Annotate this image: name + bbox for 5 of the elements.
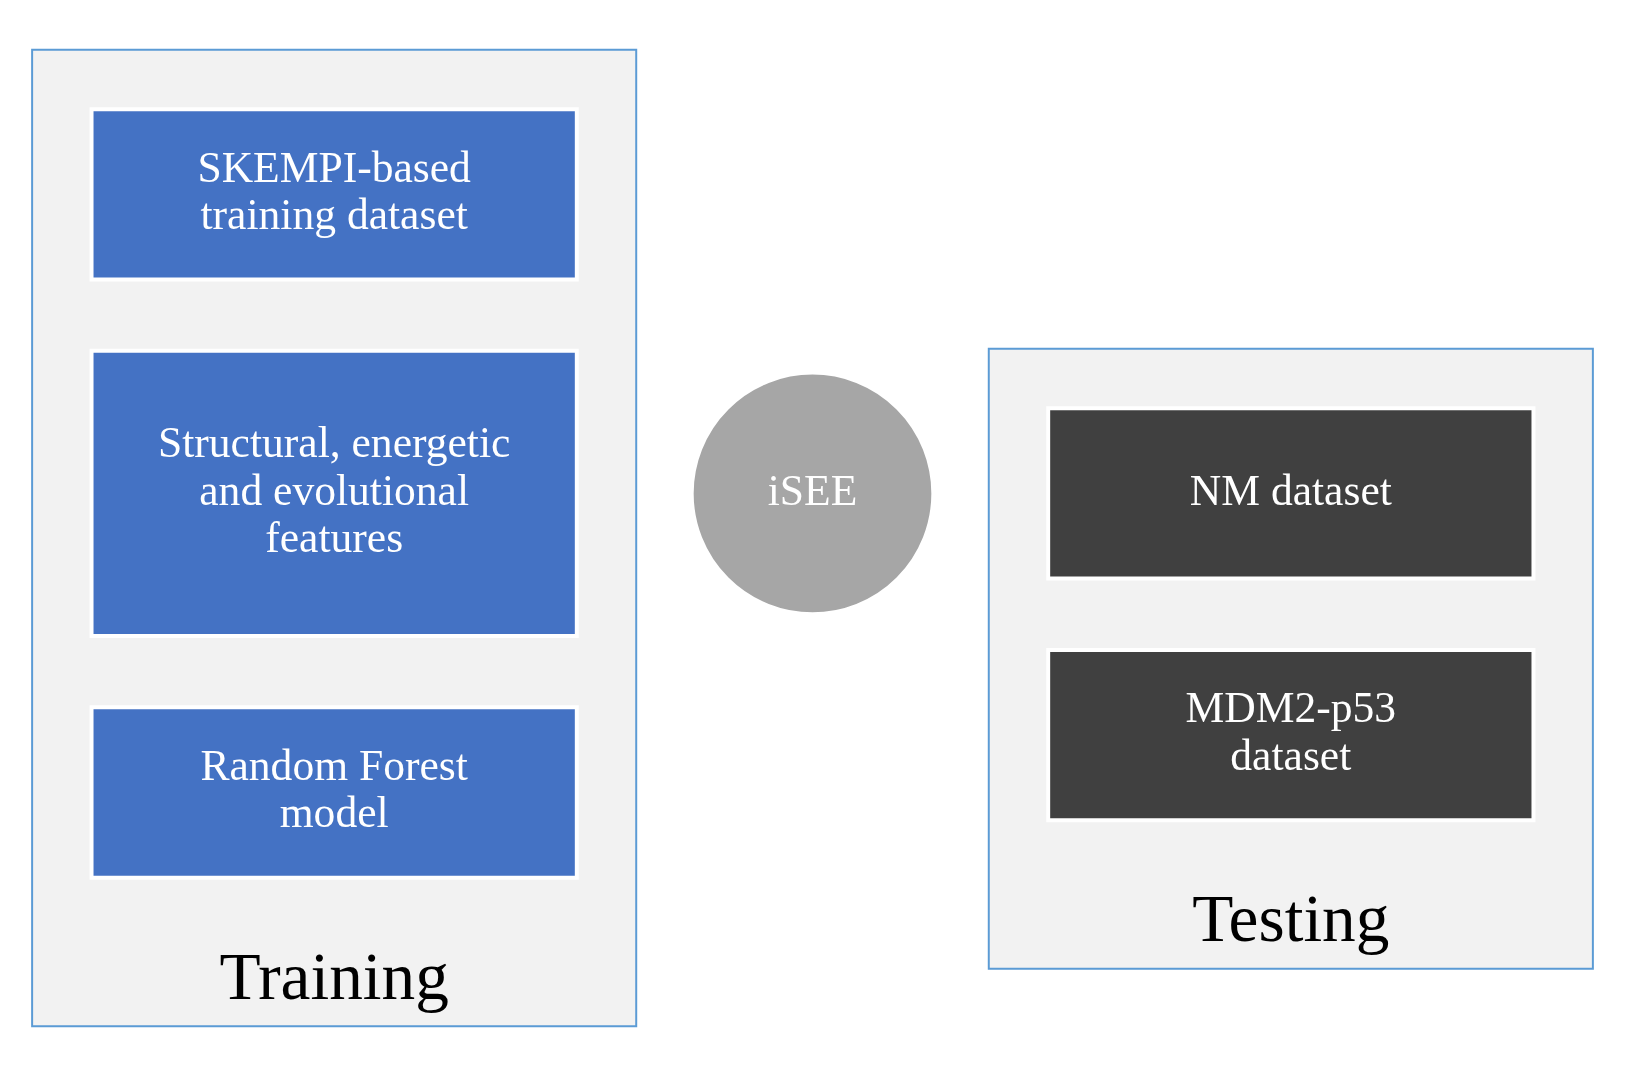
node-box: NM dataset (1046, 405, 1536, 581)
node-box: Random Forest model (89, 704, 579, 880)
node-box: SKEMPI-based training dataset (89, 106, 579, 281)
node-box: MDM2-p53 dataset (1046, 647, 1536, 822)
node-box: Structural, energetic and evolutional features (89, 348, 579, 638)
